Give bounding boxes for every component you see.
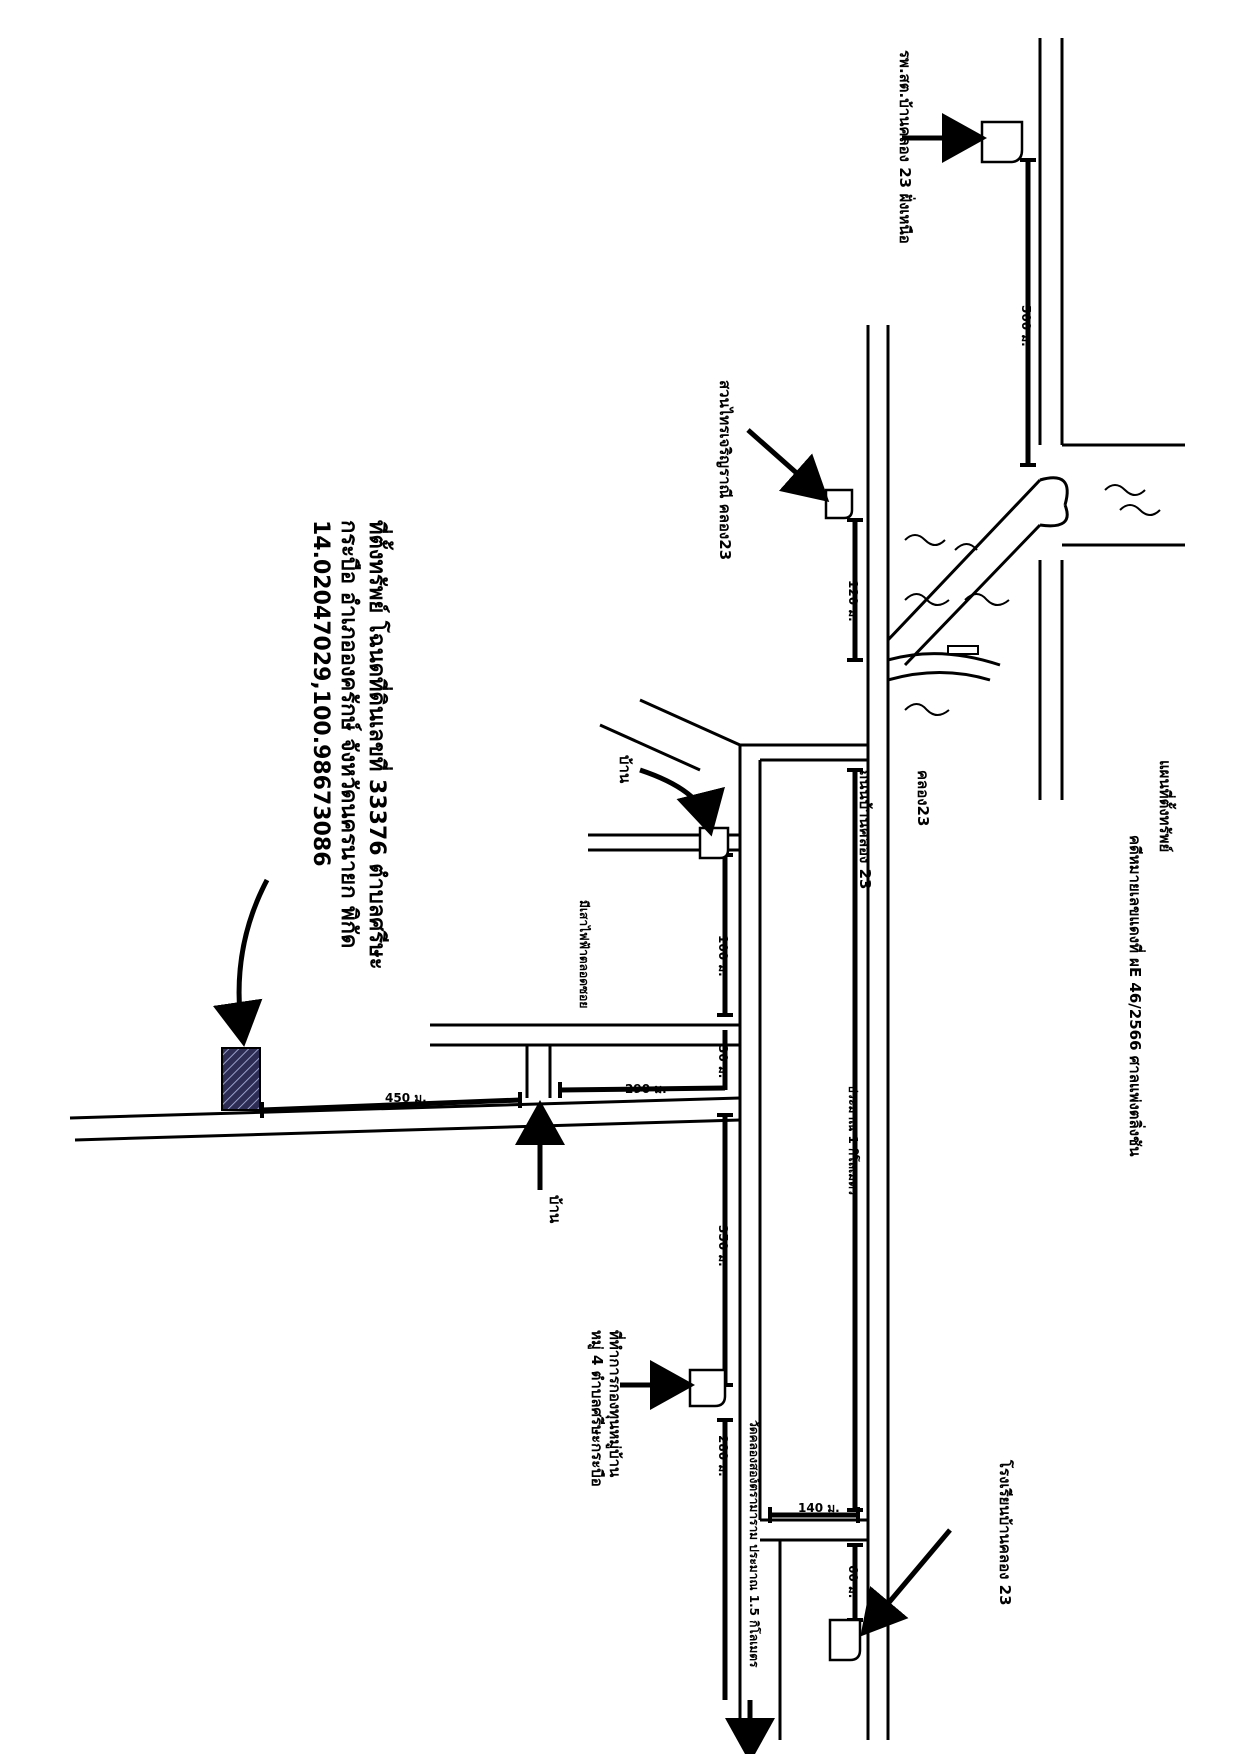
distance-350: 350 ม. <box>716 1225 730 1267</box>
health-center-building <box>980 120 1024 164</box>
distance-500: 500 ม. <box>1019 305 1033 347</box>
measurement-bars <box>260 158 1036 1700</box>
distance-100: 100 ม. <box>716 935 730 977</box>
property-label-line3: 14.02047029,100.98673086 <box>308 520 333 867</box>
distance-30: 30 ม. <box>716 1045 730 1078</box>
park-label: สวนไทรเจริญราณี คลอง23 <box>716 380 735 560</box>
pole-road-label: มีเสาไฟฟ้าตลอดซอย <box>577 900 592 1008</box>
pointer-arrows <box>212 113 987 1754</box>
house-bottom-label: บ้าน <box>546 1195 564 1224</box>
map-labels: แผนที่ตั้งทรัพย์ คดีหมายเลขแดงที่ ผE 46/… <box>308 50 1177 1668</box>
road-network <box>69 38 1185 1740</box>
health-center-label: รพ.สต.บ้านคลอง 23 ฝั่งเหนือ <box>896 50 916 244</box>
case-reference: คดีหมายเลขแดงที่ ผE 46/2566 ศาลแพ่งตลิ่ง… <box>1126 835 1146 1157</box>
distance-1km: ประมาณ 1 กิโลเมตร <box>846 1085 861 1196</box>
distance-120: 120 ม. <box>846 580 860 622</box>
distance-60: 60 ม. <box>846 1565 860 1598</box>
park-building <box>824 488 854 520</box>
main-road-label: ถนนบ้านคลอง 23 <box>856 770 874 889</box>
property-label-line2: กระบือ อำเภอองครักษ์ จังหวัดนครนายก พิกั… <box>336 520 362 948</box>
house-top-building <box>698 826 730 860</box>
office-building <box>688 1368 727 1408</box>
temple-label: วัดคลองสอง้ตรามาราม ประมาณ 1.5 กิโลเมตร <box>747 1420 762 1668</box>
canal-label: คลอง23 <box>914 770 932 826</box>
house-top-label: บ้าน <box>616 755 634 784</box>
canal-water <box>904 484 1161 716</box>
office-label-line2: หมู่ 4 ตำบลศรีษะกระบือ <box>587 1330 606 1487</box>
distance-450: 450 ม. <box>385 1091 427 1105</box>
school-label: โรงเรียนบ้านคลอง 23 <box>996 1459 1015 1606</box>
property-parcel <box>221 1047 261 1111</box>
distance-140: 140 ม. <box>798 1501 840 1515</box>
map-title: แผนที่ตั้งทรัพย์ <box>1156 760 1177 852</box>
office-label-line1: ที่ทำการกองทุนหมู่บ้าน <box>605 1330 626 1478</box>
distance-290: 290 ม. <box>625 1082 667 1096</box>
school-building <box>828 1618 862 1662</box>
property-label-line1: ที่ตั้งทรัพย์ โฉนดที่ดินเลขที่ 33376 ตำบ… <box>364 520 394 969</box>
distance-280: 280 ม. <box>716 1435 730 1477</box>
